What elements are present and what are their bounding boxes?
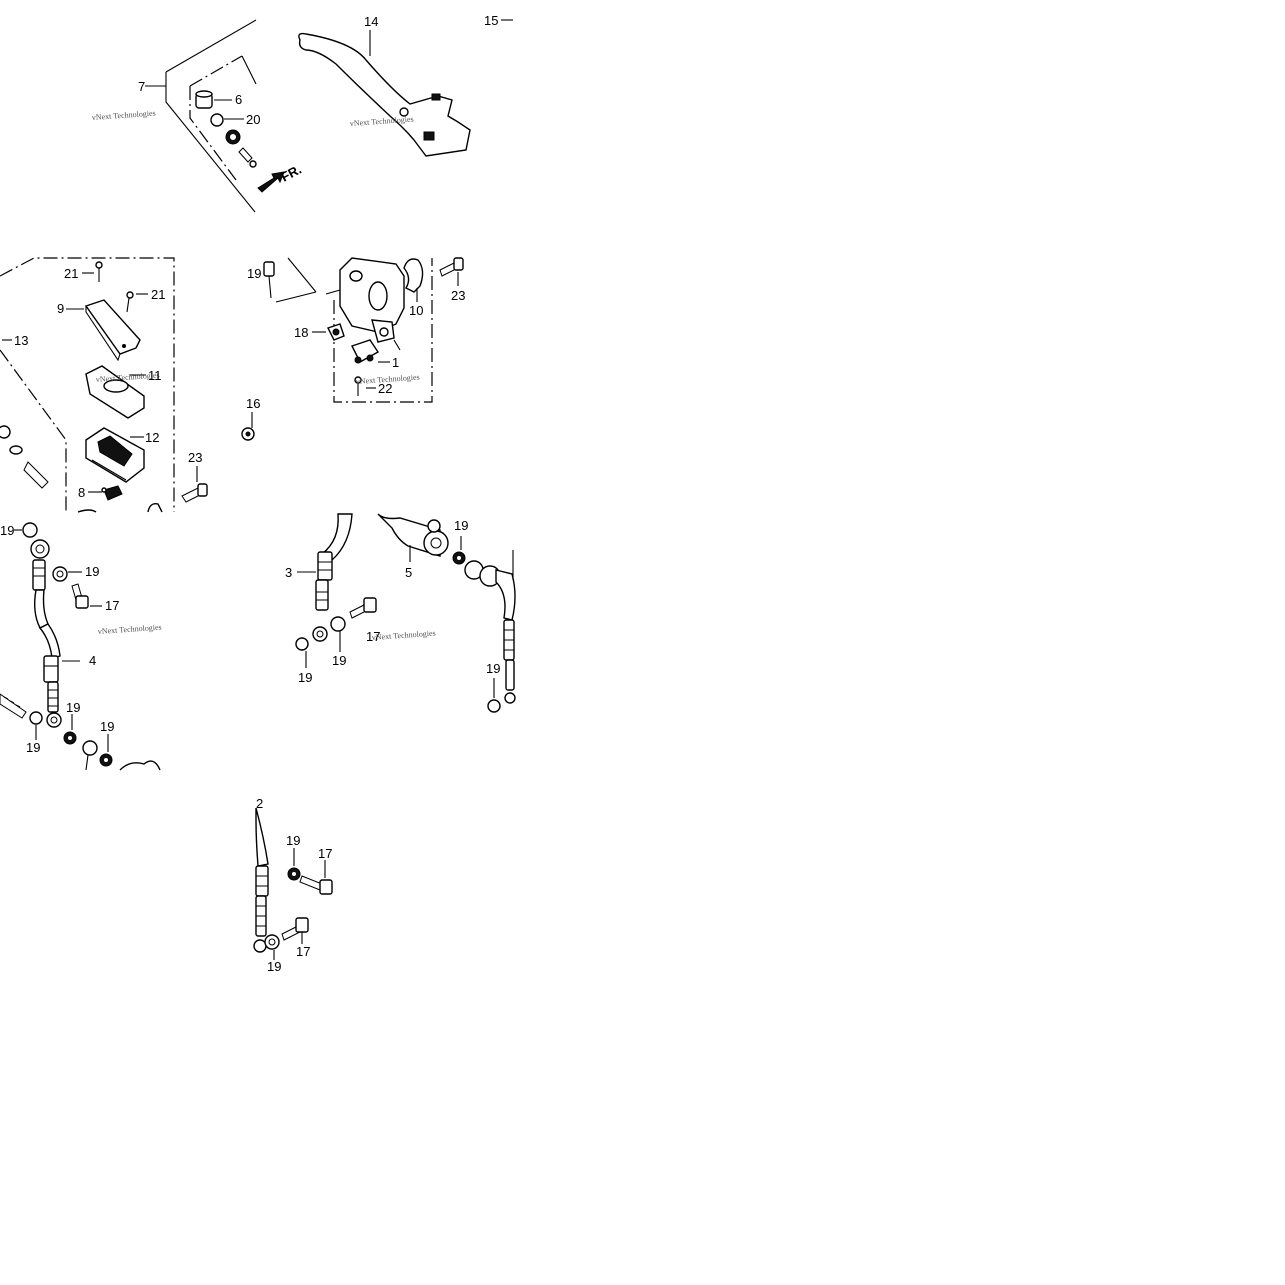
watermark-text: vNext Technologies	[92, 109, 156, 122]
bolt-part	[281, 917, 309, 941]
screw-part	[95, 261, 103, 282]
plate-part	[85, 365, 145, 419]
callout-6: 6	[235, 92, 242, 107]
callout-10: 10	[409, 303, 423, 318]
watermark-text: vNext Technologies	[350, 115, 414, 128]
master-cylinder-part	[325, 257, 405, 343]
callout-12: 12	[145, 430, 159, 445]
switch-part	[327, 323, 345, 341]
callout-17: 17	[296, 944, 310, 959]
watermark-text: vNext Technologies	[96, 371, 160, 384]
callout-17: 17	[318, 846, 332, 861]
callout-19: 19	[332, 653, 346, 668]
callout-17: 17	[366, 629, 380, 644]
callout-19: 19	[454, 518, 468, 533]
callout-4: 4	[89, 653, 96, 668]
tile-reservoir-cap: vNext Technologies	[92, 19, 285, 213]
callout-19: 19	[66, 700, 80, 715]
watermark-text: vNext Technologies	[98, 623, 162, 636]
brake-lever-part	[298, 32, 471, 157]
callout-2: 2	[256, 796, 263, 811]
callout-9: 9	[57, 301, 64, 316]
bolt-part	[349, 597, 377, 619]
callout-21: 21	[64, 266, 78, 281]
callout-23: 23	[451, 288, 465, 303]
callout-16: 16	[246, 396, 260, 411]
diaphragm-part	[85, 427, 145, 483]
tile-hose-left: vNext Technologies	[0, 522, 162, 771]
plug-part	[195, 90, 213, 109]
screw-part	[354, 376, 362, 396]
callout-19: 19	[0, 523, 14, 538]
bolt-part	[181, 483, 208, 503]
callout-19: 19	[286, 833, 300, 848]
callout-23: 23	[188, 450, 202, 465]
brake-hose-part	[30, 539, 62, 728]
clamp-part	[403, 258, 424, 293]
clip-part	[101, 485, 123, 501]
tile-hose-bottom	[253, 807, 333, 960]
switch-part	[351, 339, 380, 364]
bolt-part	[263, 261, 275, 299]
callout-3: 3	[285, 565, 292, 580]
brake-hose-part	[312, 513, 353, 642]
bolt-part	[439, 257, 464, 277]
front-direction-arrow	[257, 171, 285, 193]
bolt-part	[299, 875, 333, 895]
callout-1: 1	[392, 355, 399, 370]
nut-part	[241, 427, 255, 441]
callout-11: 11	[148, 368, 162, 383]
callout-22: 22	[378, 381, 392, 396]
brake-hose-part	[464, 560, 516, 691]
callout-19: 19	[486, 661, 500, 676]
screw-part	[126, 291, 134, 313]
callout-7: 7	[138, 79, 145, 94]
callout-15: 15	[484, 13, 498, 28]
callout-17: 17	[105, 598, 119, 613]
callout-19: 19	[247, 266, 261, 281]
tile-hose-center: vNext Technologies	[295, 513, 516, 713]
callout-14: 14	[364, 14, 378, 29]
bolt-part	[71, 583, 89, 609]
tile-reservoir: vNext Technologies	[0, 257, 208, 513]
watermark-text: vNext Technologies	[356, 373, 420, 386]
callout-13: 13	[14, 333, 28, 348]
callout-19: 19	[26, 740, 40, 755]
callout-18: 18	[294, 325, 308, 340]
callout-19: 19	[100, 719, 114, 734]
callout-20: 20	[246, 112, 260, 127]
callout-19: 19	[85, 564, 99, 579]
brake-hose-part	[253, 807, 269, 953]
direction-label: FR.	[278, 162, 304, 185]
callout-21: 21	[151, 287, 165, 302]
watermark-text: vNext Technologies	[372, 629, 436, 642]
reservoir-cap-part	[84, 299, 141, 362]
callout-labels: 14 15 7 6 20 21 21 9 13 11 12 8 23 19 23…	[0, 13, 500, 974]
tile-brake-lever: vNext Technologies	[298, 19, 513, 157]
callout-8: 8	[78, 485, 85, 500]
callout-19: 19	[298, 670, 312, 685]
fitting-part	[377, 513, 449, 557]
callout-5: 5	[405, 565, 412, 580]
tile-master-cylinder: vNext Technologies	[241, 257, 464, 441]
callout-19: 19	[267, 959, 281, 974]
